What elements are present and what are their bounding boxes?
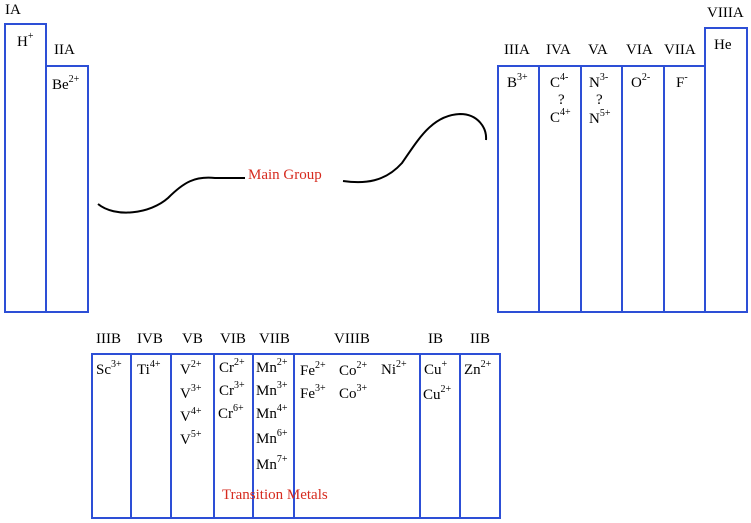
column-box-viiia [704, 27, 748, 313]
main-group-label: Main Group [248, 167, 322, 183]
group-header-vb: VB [182, 331, 203, 347]
left-connector-curve [97, 176, 245, 214]
ion-f: F- [676, 72, 688, 92]
group-header-iva: IVA [546, 42, 571, 58]
ion-sc: Sc3+ [96, 359, 122, 379]
ion-b: B3+ [507, 72, 528, 92]
ion-v3: V3+ [180, 383, 202, 403]
column-box-ib [419, 353, 461, 519]
column-box-via [621, 65, 665, 313]
column-box-vib [213, 353, 254, 519]
ion-mn4: Mn4+ [256, 403, 288, 423]
ion-cr2: Cr2+ [219, 357, 245, 377]
ion-n-pos: N5+ [589, 108, 611, 128]
ion-c-question: ? [558, 92, 565, 108]
ion-c-pos: C4+ [550, 107, 571, 127]
ion-n-neg: N3- [589, 72, 609, 92]
column-box-ivb [130, 353, 172, 519]
group-header-iib: IIB [470, 331, 490, 347]
ion-cr6: Cr6+ [218, 403, 244, 423]
transition-metals-label: Transition Metals [222, 487, 328, 503]
ion-ni2: Ni2+ [381, 359, 407, 379]
ion-co2: Co2+ [339, 360, 368, 380]
group-header-ia: IA [5, 2, 21, 18]
ion-mn3: Mn3+ [256, 380, 288, 400]
group-header-viib: VIIB [259, 331, 290, 347]
ion-be: Be2+ [52, 74, 80, 94]
ion-ti: Ti4+ [137, 359, 161, 379]
group-header-ib: IB [428, 331, 443, 347]
column-box-iib [459, 353, 501, 519]
ion-mn6: Mn6+ [256, 428, 288, 448]
group-header-iia: IIA [54, 42, 75, 58]
ion-cu1: Cu+ [424, 359, 448, 379]
group-header-iiia: IIIA [504, 42, 530, 58]
ion-he: He [714, 37, 732, 53]
ion-n-question: ? [596, 92, 603, 108]
group-header-va: VA [588, 42, 608, 58]
column-box-viib [252, 353, 295, 519]
ion-v2: V2+ [180, 359, 202, 379]
ion-v5: V5+ [180, 429, 202, 449]
group-header-viiia: VIIIA [707, 5, 744, 21]
ion-o: O2- [631, 72, 651, 92]
right-connector-curve [342, 112, 488, 184]
group-header-via: VIA [626, 42, 653, 58]
column-box-iia [45, 65, 89, 313]
column-box-vb [170, 353, 215, 519]
ion-c-neg: C4- [550, 72, 569, 92]
ion-fe2: Fe2+ [300, 360, 326, 380]
ion-zn: Zn2+ [464, 359, 492, 379]
column-box-va [580, 65, 623, 313]
group-header-vib: VIB [220, 331, 246, 347]
ion-mn7: Mn7+ [256, 454, 288, 474]
ion-fe3: Fe3+ [300, 383, 326, 403]
ion-co3: Co3+ [339, 383, 368, 403]
column-box-viiib [293, 353, 421, 519]
group-header-viiib: VIIIB [334, 331, 370, 347]
ion-v4: V4+ [180, 406, 202, 426]
group-header-viia: VIIA [664, 42, 696, 58]
ion-h: H+ [17, 31, 34, 51]
ion-cr3: Cr3+ [219, 380, 245, 400]
ion-cu2: Cu2+ [423, 384, 452, 404]
group-header-iiib: IIIB [96, 331, 121, 347]
column-box-iva [538, 65, 582, 313]
ion-mn2: Mn2+ [256, 357, 288, 377]
column-box-ia [4, 23, 47, 313]
group-header-ivb: IVB [137, 331, 163, 347]
